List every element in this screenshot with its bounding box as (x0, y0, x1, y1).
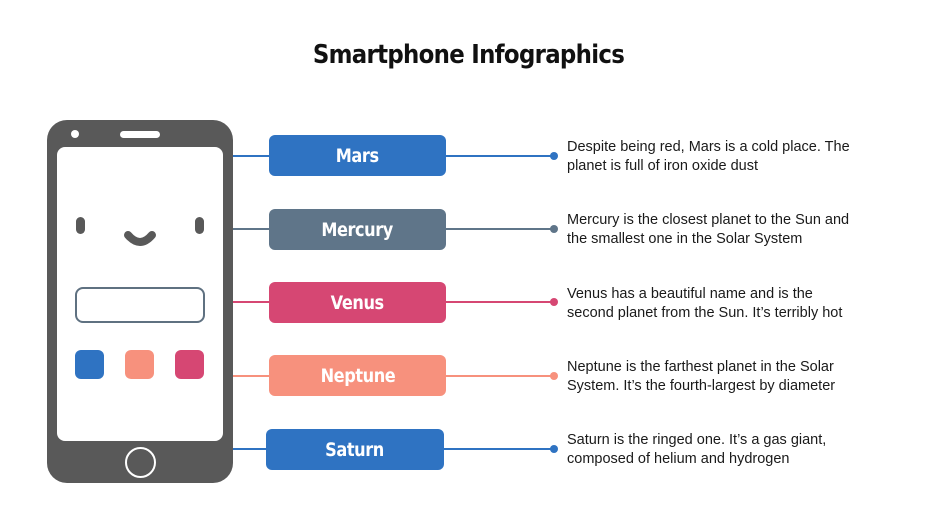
connector-dot (550, 225, 558, 233)
blue-swatch (75, 350, 104, 379)
page-title: Smartphone Infographics (312, 40, 625, 70)
description-mercury: Mercury is the closest planet to the Sun… (567, 212, 850, 247)
label-venus: Venus (269, 282, 446, 323)
pink-swatch (175, 350, 204, 379)
smile-icon (124, 231, 156, 246)
camera-icon (71, 130, 79, 138)
connector-line (233, 448, 266, 450)
connector-dot (550, 152, 558, 160)
connector-line (446, 375, 554, 377)
speaker-icon (120, 131, 160, 138)
connector-line (446, 301, 554, 303)
connector-dot (550, 372, 558, 380)
connector-dot (550, 298, 558, 306)
smartphone-illustration (47, 120, 233, 483)
salmon-swatch (125, 350, 154, 379)
phone-screen (57, 147, 223, 441)
connector-dot (550, 445, 558, 453)
description-saturn: Saturn is the ringed one. It’s a gas gia… (567, 432, 827, 467)
label-mars: Mars (269, 135, 446, 176)
label-mercury: Mercury (269, 209, 446, 250)
screen-input-field (75, 287, 205, 323)
home-button-icon (125, 447, 156, 478)
label-saturn: Saturn (266, 429, 444, 470)
label-neptune: Neptune (269, 355, 446, 396)
connector-line (233, 375, 269, 377)
description-neptune: Neptune is the farthest planet in the So… (567, 359, 836, 394)
connector-line (444, 448, 554, 450)
connector-line (233, 155, 269, 157)
connector-line (446, 155, 554, 157)
connector-line (446, 228, 554, 230)
right-eye-icon (195, 217, 204, 234)
connector-line (233, 301, 269, 303)
left-eye-icon (76, 217, 85, 234)
description-mars: Despite being red, Mars is a cold place.… (567, 139, 850, 174)
connector-line (233, 228, 269, 230)
